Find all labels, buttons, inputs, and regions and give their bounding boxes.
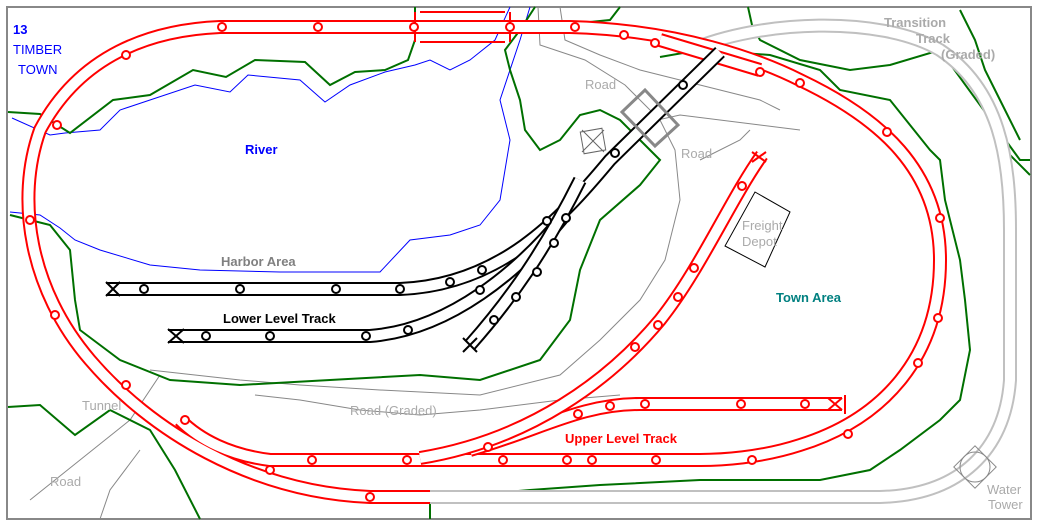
- road-bridge: [619, 87, 681, 149]
- road-edge: [149, 6, 681, 396]
- road-edge: [99, 449, 141, 520]
- road-label: Road: [50, 474, 81, 489]
- water-tower-icon: [953, 445, 997, 489]
- freight-depot-label: Freight: [742, 218, 783, 233]
- town-area-label: Town Area: [776, 290, 842, 305]
- layout-title-line2: TOWN: [18, 62, 57, 77]
- transition-track-label: (Graded): [941, 47, 995, 62]
- lower-track-markers: [139, 80, 688, 341]
- upper-track-markers: [25, 22, 945, 502]
- layout-title-line1: TIMBER: [13, 42, 62, 57]
- road-label: Road: [585, 77, 616, 92]
- river-label: River: [245, 142, 278, 157]
- transition-track: [430, 18, 1017, 504]
- freight-depot: [724, 191, 791, 268]
- road-graded-label: Road (Graded): [350, 403, 437, 418]
- lower-level-track: [105, 47, 725, 353]
- road-edge: [559, 6, 781, 111]
- road-label: Road: [681, 146, 712, 161]
- water-tower-label: Water: [987, 482, 1022, 497]
- harbor-area-label: Harbor Area: [221, 254, 296, 269]
- building-marker: [579, 127, 607, 155]
- lower-level-track-label: Lower Level Track: [223, 311, 336, 326]
- road-edge: [699, 129, 751, 161]
- transition-track-label: Transition: [884, 15, 946, 30]
- roads: [29, 6, 801, 520]
- upper-level-track-label: Upper Level Track: [565, 431, 678, 446]
- road-edge: [29, 374, 161, 501]
- frame: [6, 6, 1032, 520]
- transition-track-label: Track: [916, 31, 951, 46]
- freight-depot-label: Depot: [742, 234, 777, 249]
- water-tower-label: Tower: [988, 497, 1023, 512]
- layout-number: 13: [13, 22, 27, 37]
- river-bank: [9, 6, 531, 273]
- tunnel-label: Tunnel: [82, 398, 121, 413]
